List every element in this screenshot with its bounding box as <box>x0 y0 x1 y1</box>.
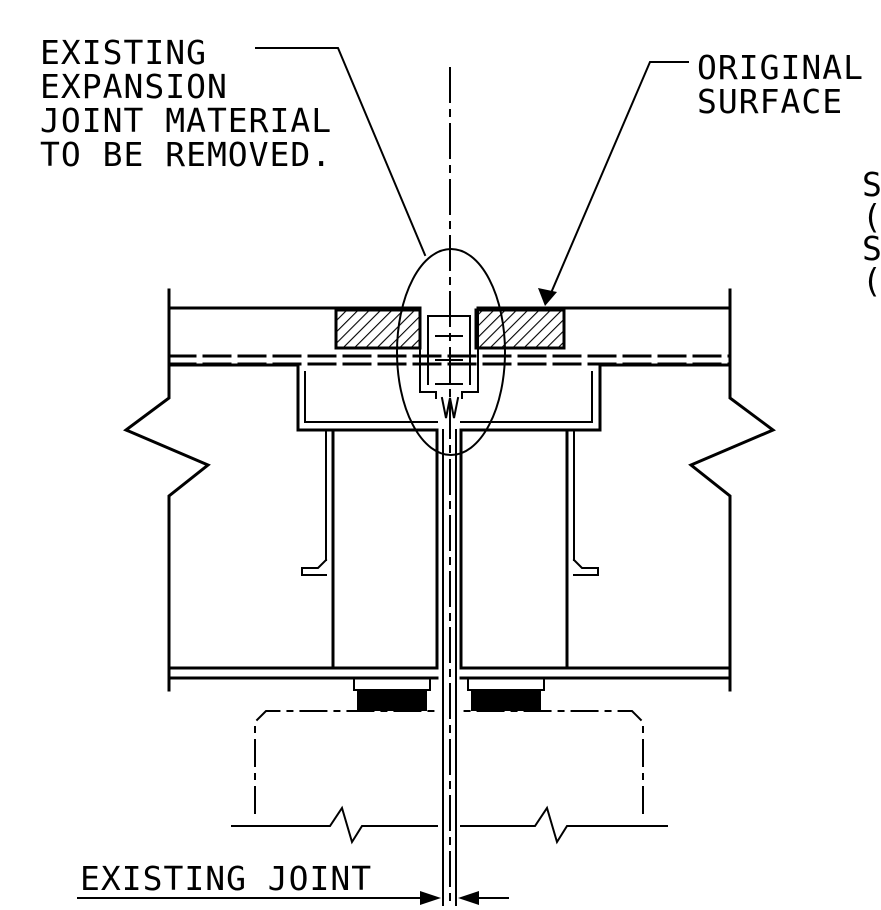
detail-callout-ellipse <box>396 248 506 456</box>
cutoff-note-line-4: ( <box>862 261 881 300</box>
original-surface-leader <box>546 61 689 302</box>
haunch-right <box>459 363 602 432</box>
stiffener-left-foot <box>301 558 328 576</box>
original-surface-line-2: SURFACE <box>697 82 843 121</box>
cutoff-note: S (S S ( <box>862 165 881 300</box>
existing-material-line-2: EXPANSION <box>40 67 228 106</box>
original-surface-line-1: ORIGINAL <box>697 48 864 87</box>
bearing-right <box>467 677 545 711</box>
deck-slab <box>123 288 776 692</box>
dimension-arrow-right <box>458 891 479 905</box>
existing-joint-dimension <box>77 891 509 905</box>
right-break-line <box>688 288 776 692</box>
left-break-line <box>123 288 211 692</box>
existing-material-leader <box>255 47 427 257</box>
removal-hatch-right <box>474 308 566 350</box>
stiffener-right-foot <box>572 558 599 576</box>
bearing-left <box>353 677 431 711</box>
original-surface-label: ORIGINAL SURFACE <box>697 48 864 121</box>
recess-left-wall <box>419 311 437 399</box>
cutoff-note-line-3: S <box>862 229 881 268</box>
bearing-left-plate <box>353 677 431 691</box>
existing-material-label: EXISTING EXPANSION JOINT MATERIAL TO BE … <box>40 33 332 174</box>
pier-cap-right <box>460 710 644 814</box>
existing-material-line-4: TO BE REMOVED. <box>40 135 332 174</box>
bearing-right-plate <box>467 677 545 691</box>
haunch-left <box>296 363 439 432</box>
bearing-right-pad <box>471 689 541 711</box>
haunch-left-inner <box>304 371 438 423</box>
recess-right-wall <box>461 311 479 399</box>
girder-left <box>301 428 439 670</box>
bearing-left-pad <box>357 689 427 711</box>
original-surface-arrowhead <box>538 288 557 306</box>
bottom-break-line-left <box>231 805 438 845</box>
cutoff-note-line-1: S <box>862 165 881 204</box>
seal-zigzag <box>440 396 460 419</box>
existing-material-line-3: JOINT MATERIAL <box>40 101 332 140</box>
existing-joint-label: EXISTING JOINT <box>80 859 372 898</box>
pier-cap-left <box>254 710 438 814</box>
joint-recess <box>419 311 479 419</box>
leader-lines <box>255 47 689 306</box>
pier-cap-outline <box>254 710 644 814</box>
dimension-arrow-left <box>420 891 441 905</box>
bottom-break-line-right <box>460 805 668 845</box>
girder-right <box>459 428 599 670</box>
haunch-outlines <box>296 363 602 432</box>
existing-material-line-1: EXISTING <box>40 33 207 72</box>
haunch-right-inner <box>460 371 593 423</box>
cutoff-note-line-2: (S <box>862 197 881 236</box>
removal-hatch-left <box>334 308 422 350</box>
